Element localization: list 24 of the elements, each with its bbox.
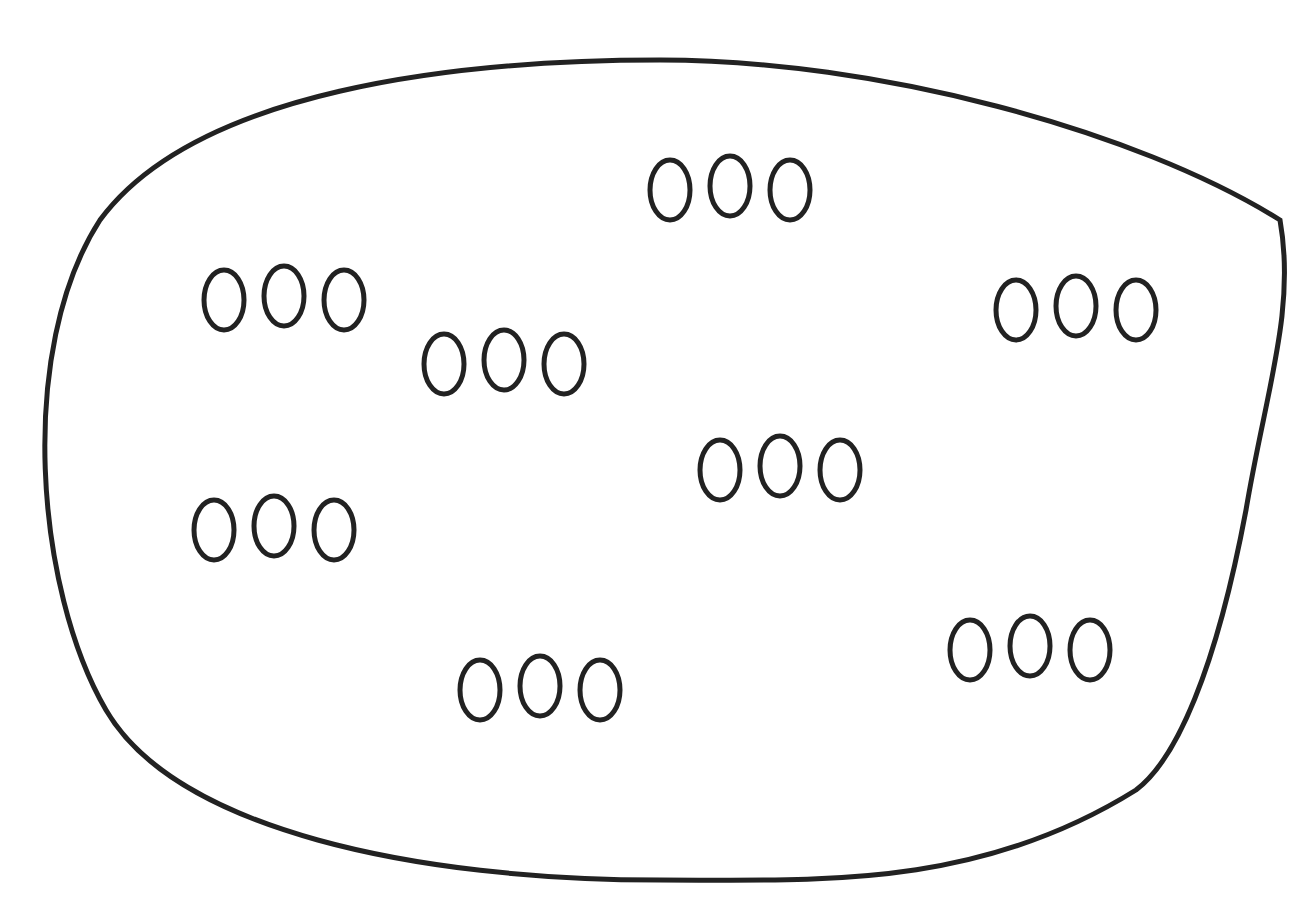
oval bbox=[766, 156, 814, 224]
oval bbox=[516, 652, 564, 720]
oval bbox=[260, 262, 308, 330]
oval bbox=[456, 656, 504, 724]
oval bbox=[992, 276, 1040, 344]
oval bbox=[946, 616, 994, 684]
oval bbox=[816, 436, 864, 504]
oval bbox=[1066, 616, 1114, 684]
oval bbox=[420, 330, 468, 398]
oval bbox=[310, 496, 358, 564]
oval bbox=[200, 266, 248, 334]
oval bbox=[190, 496, 238, 564]
oval bbox=[576, 656, 624, 724]
oval bbox=[1112, 276, 1160, 344]
oval bbox=[646, 156, 694, 224]
oval bbox=[696, 436, 744, 504]
oval bbox=[1052, 272, 1100, 340]
oval bbox=[706, 152, 754, 220]
oval bbox=[250, 492, 298, 560]
oval bbox=[1006, 612, 1054, 680]
oval bbox=[756, 432, 804, 500]
oval bbox=[320, 266, 368, 334]
oval bbox=[540, 330, 588, 398]
oval bbox=[480, 326, 528, 394]
